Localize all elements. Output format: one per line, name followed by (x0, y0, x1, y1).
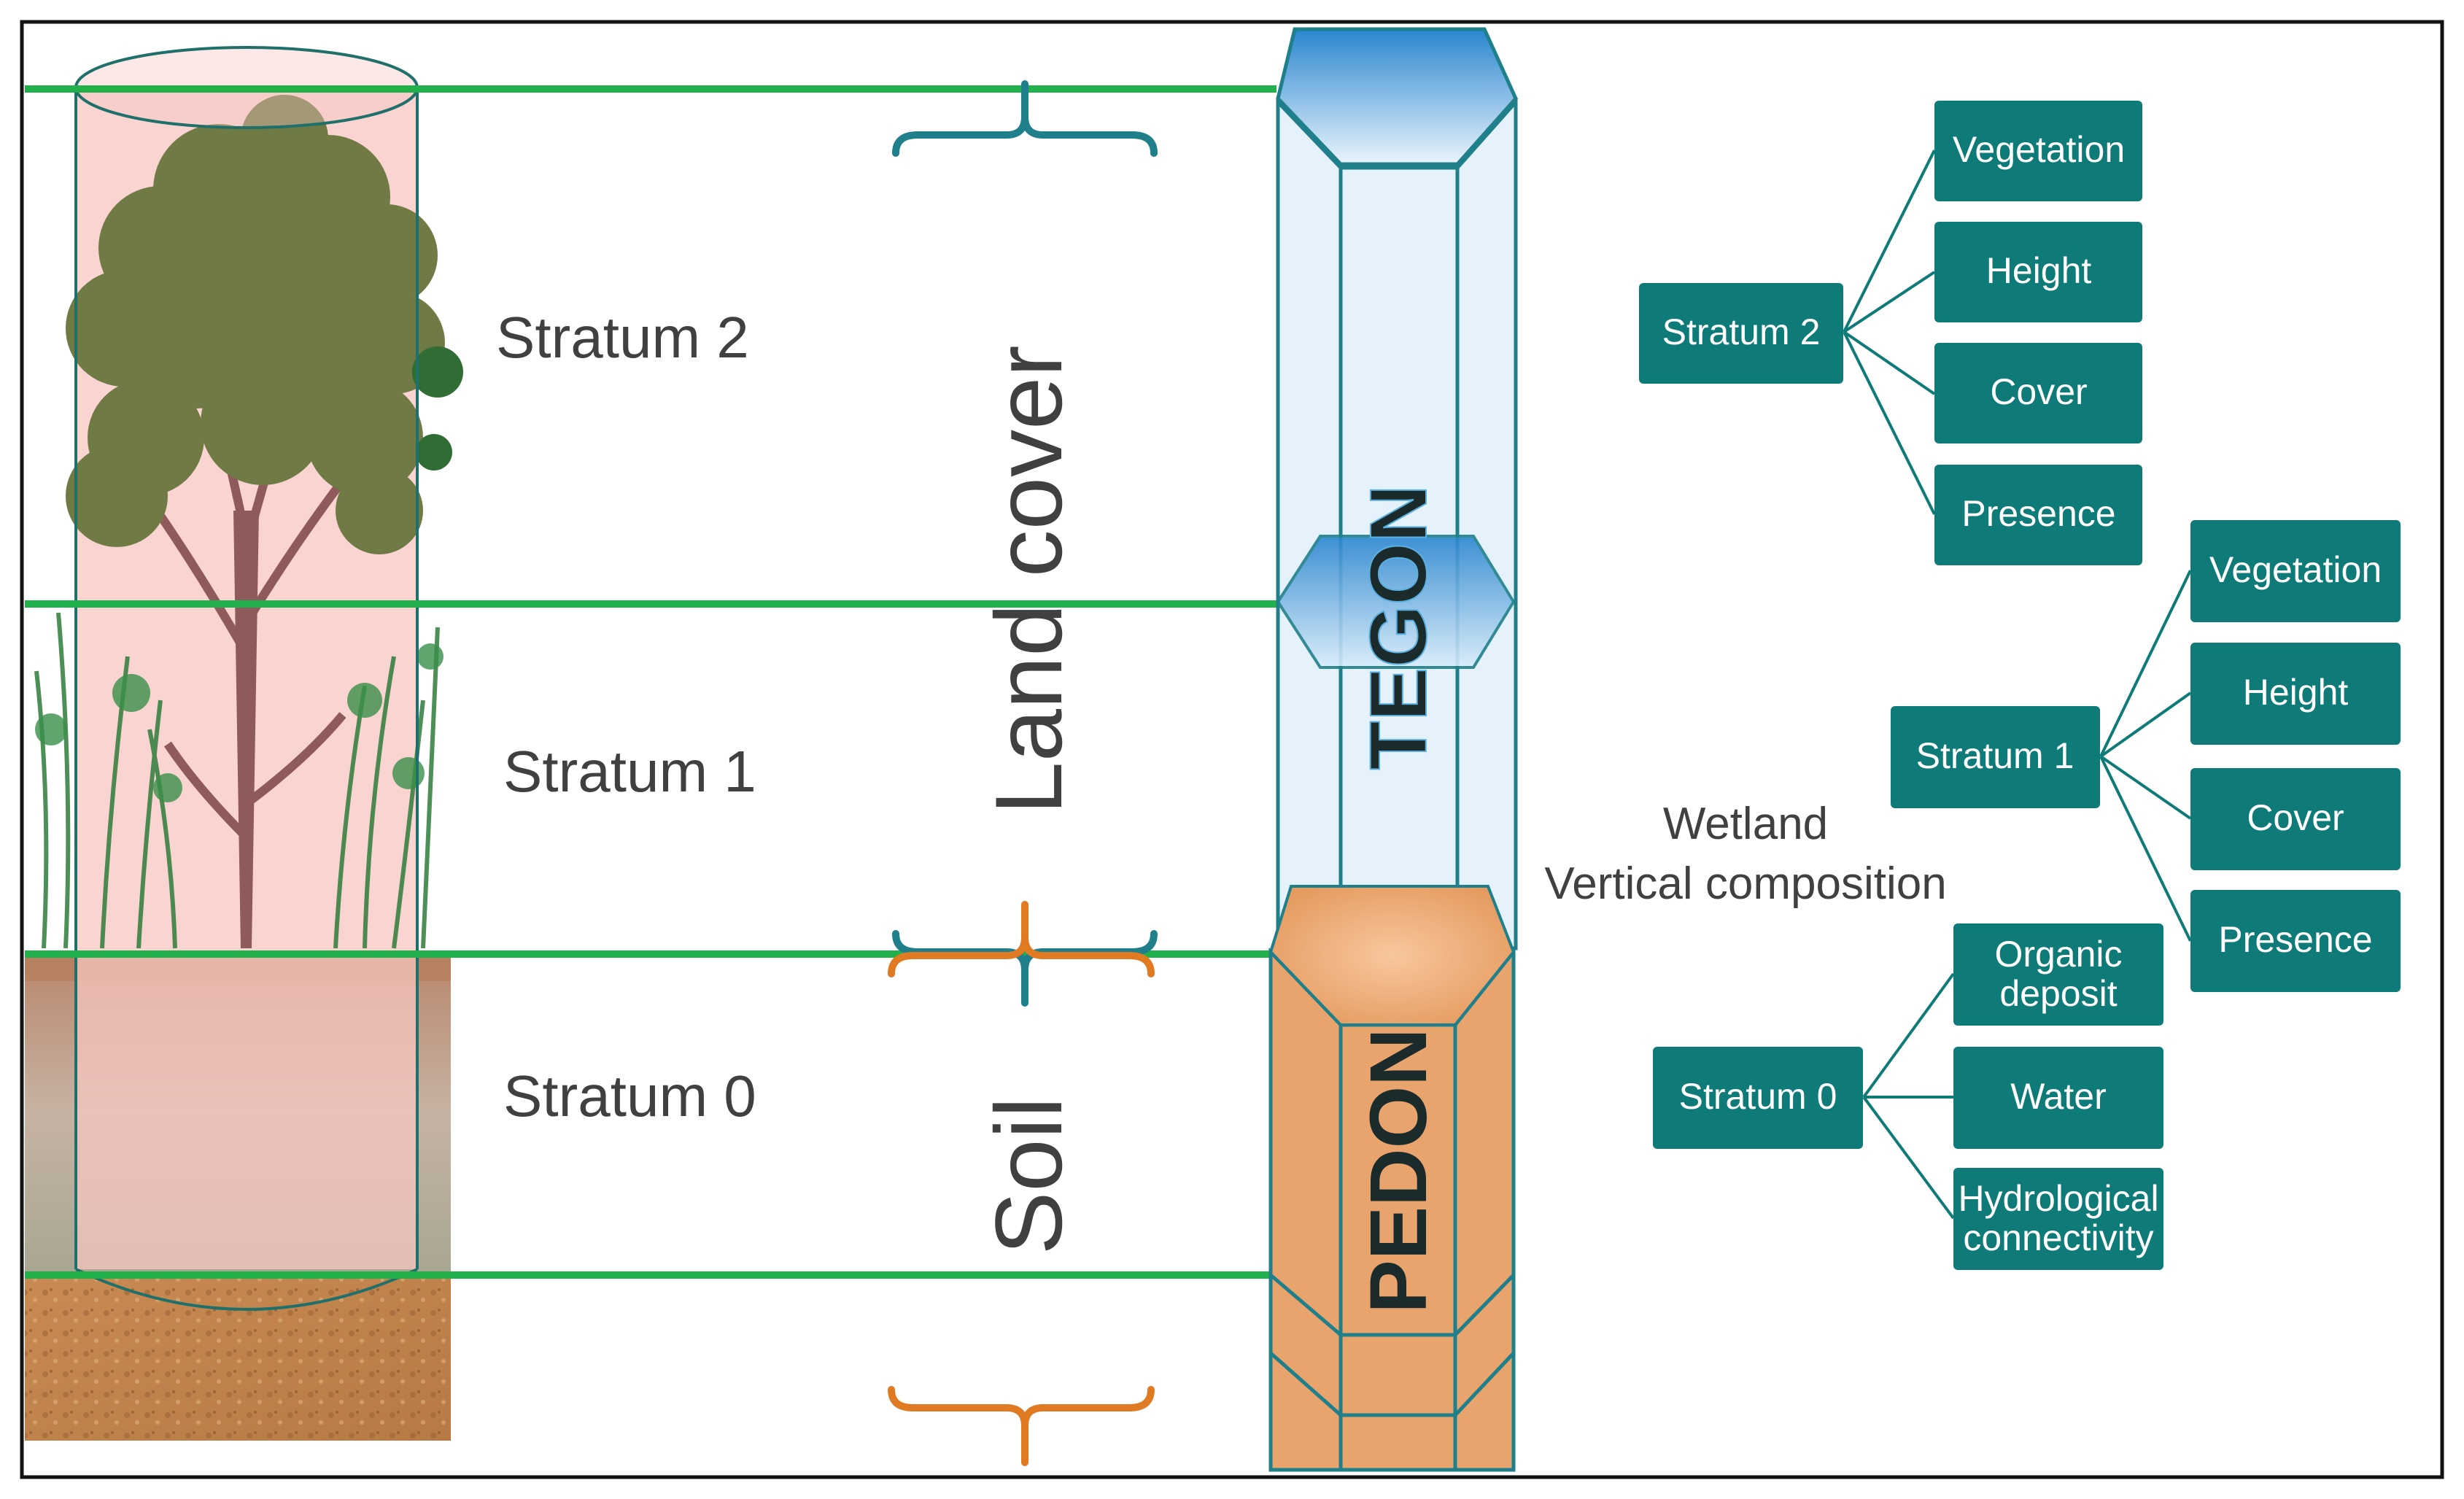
stratum-1-child-label: Cover (2247, 797, 2344, 838)
stratum-1-child-node (2190, 890, 2401, 992)
stratum-1-node (1891, 706, 2100, 808)
stratum-1-child-label: Vegetation (2209, 549, 2382, 590)
stratum-0-node-label: Stratum 0 (1679, 1076, 1837, 1117)
caption-vertical-composition: Vertical composition (1544, 859, 1946, 909)
stratum-0-child-label: Hydrological (1958, 1178, 2158, 1219)
stratum-0-child-label: deposit (1999, 973, 2117, 1014)
stratum-1-label: Stratum 1 (503, 739, 756, 804)
pedon-label: PEDON (1354, 1028, 1444, 1313)
stratum-0-child-label: Water (2010, 1076, 2107, 1117)
stratum-2-child-node (1934, 222, 2142, 322)
stratum-1-child-label: Presence (2218, 919, 2372, 960)
stratum-0-label: Stratum 0 (503, 1064, 756, 1128)
stratum-0-child-node (1953, 1168, 2163, 1270)
tegon-top-cap (1276, 27, 1518, 166)
stratum-0-child-node (1953, 1047, 2163, 1149)
tree-illustration (66, 95, 463, 948)
land-cover-bracket-top (892, 80, 1158, 157)
stratum-0-tree: Stratum 0 Organic deposit Water Hydrolog… (1653, 923, 2163, 1270)
terrain-illustration (25, 46, 463, 1441)
caption-wetland: Wetland (1663, 799, 1828, 849)
soil-bracket-bottom (888, 1386, 1155, 1466)
stratum-2-child-node (1934, 465, 2142, 565)
stratum-2-node-label: Stratum 2 (1662, 311, 1821, 352)
stratum-1-child-node (2190, 643, 2401, 745)
stratum-2-child-label: Vegetation (1953, 129, 2125, 170)
stratum-0-child-label: connectivity (1963, 1217, 2153, 1258)
stratum-0-node (1653, 1047, 1863, 1149)
stratum-2-node (1639, 283, 1843, 384)
stratum-1-child-label: Height (2243, 672, 2349, 713)
soil-bracket-top (888, 901, 1155, 977)
stratum-2-child-label: Presence (1961, 493, 2115, 534)
soil-label: Soil (975, 1097, 1082, 1255)
stratum-0-child-node (1953, 923, 2163, 1026)
grass-illustration (34, 612, 440, 949)
stratum-2-child-node (1934, 343, 2142, 443)
land-cover-label: Land cover (975, 345, 1082, 814)
stratum-0-child-label: Organic (1994, 934, 2122, 975)
profile-column (1268, 27, 1518, 1472)
tegon-label: TEGON (1354, 484, 1444, 770)
stratum-2-tree: Stratum 2 Vegetation Height Cover Presen… (1639, 101, 2142, 565)
stratum-2-child-node (1934, 101, 2142, 201)
stratum-1-node-label: Stratum 1 (1916, 735, 2074, 776)
stratum-1-child-node (2190, 768, 2401, 870)
stratum-2-label: Stratum 2 (496, 305, 749, 370)
tegon-middle-cap (1276, 535, 1516, 669)
stratum-2-child-label: Height (1986, 250, 2092, 291)
stratum-1-tree: Stratum 1 Vegetation Height Cover Presen… (1891, 520, 2401, 992)
stratum-1-child-node (2190, 520, 2401, 622)
stratum-2-child-label: Cover (1990, 371, 2087, 412)
